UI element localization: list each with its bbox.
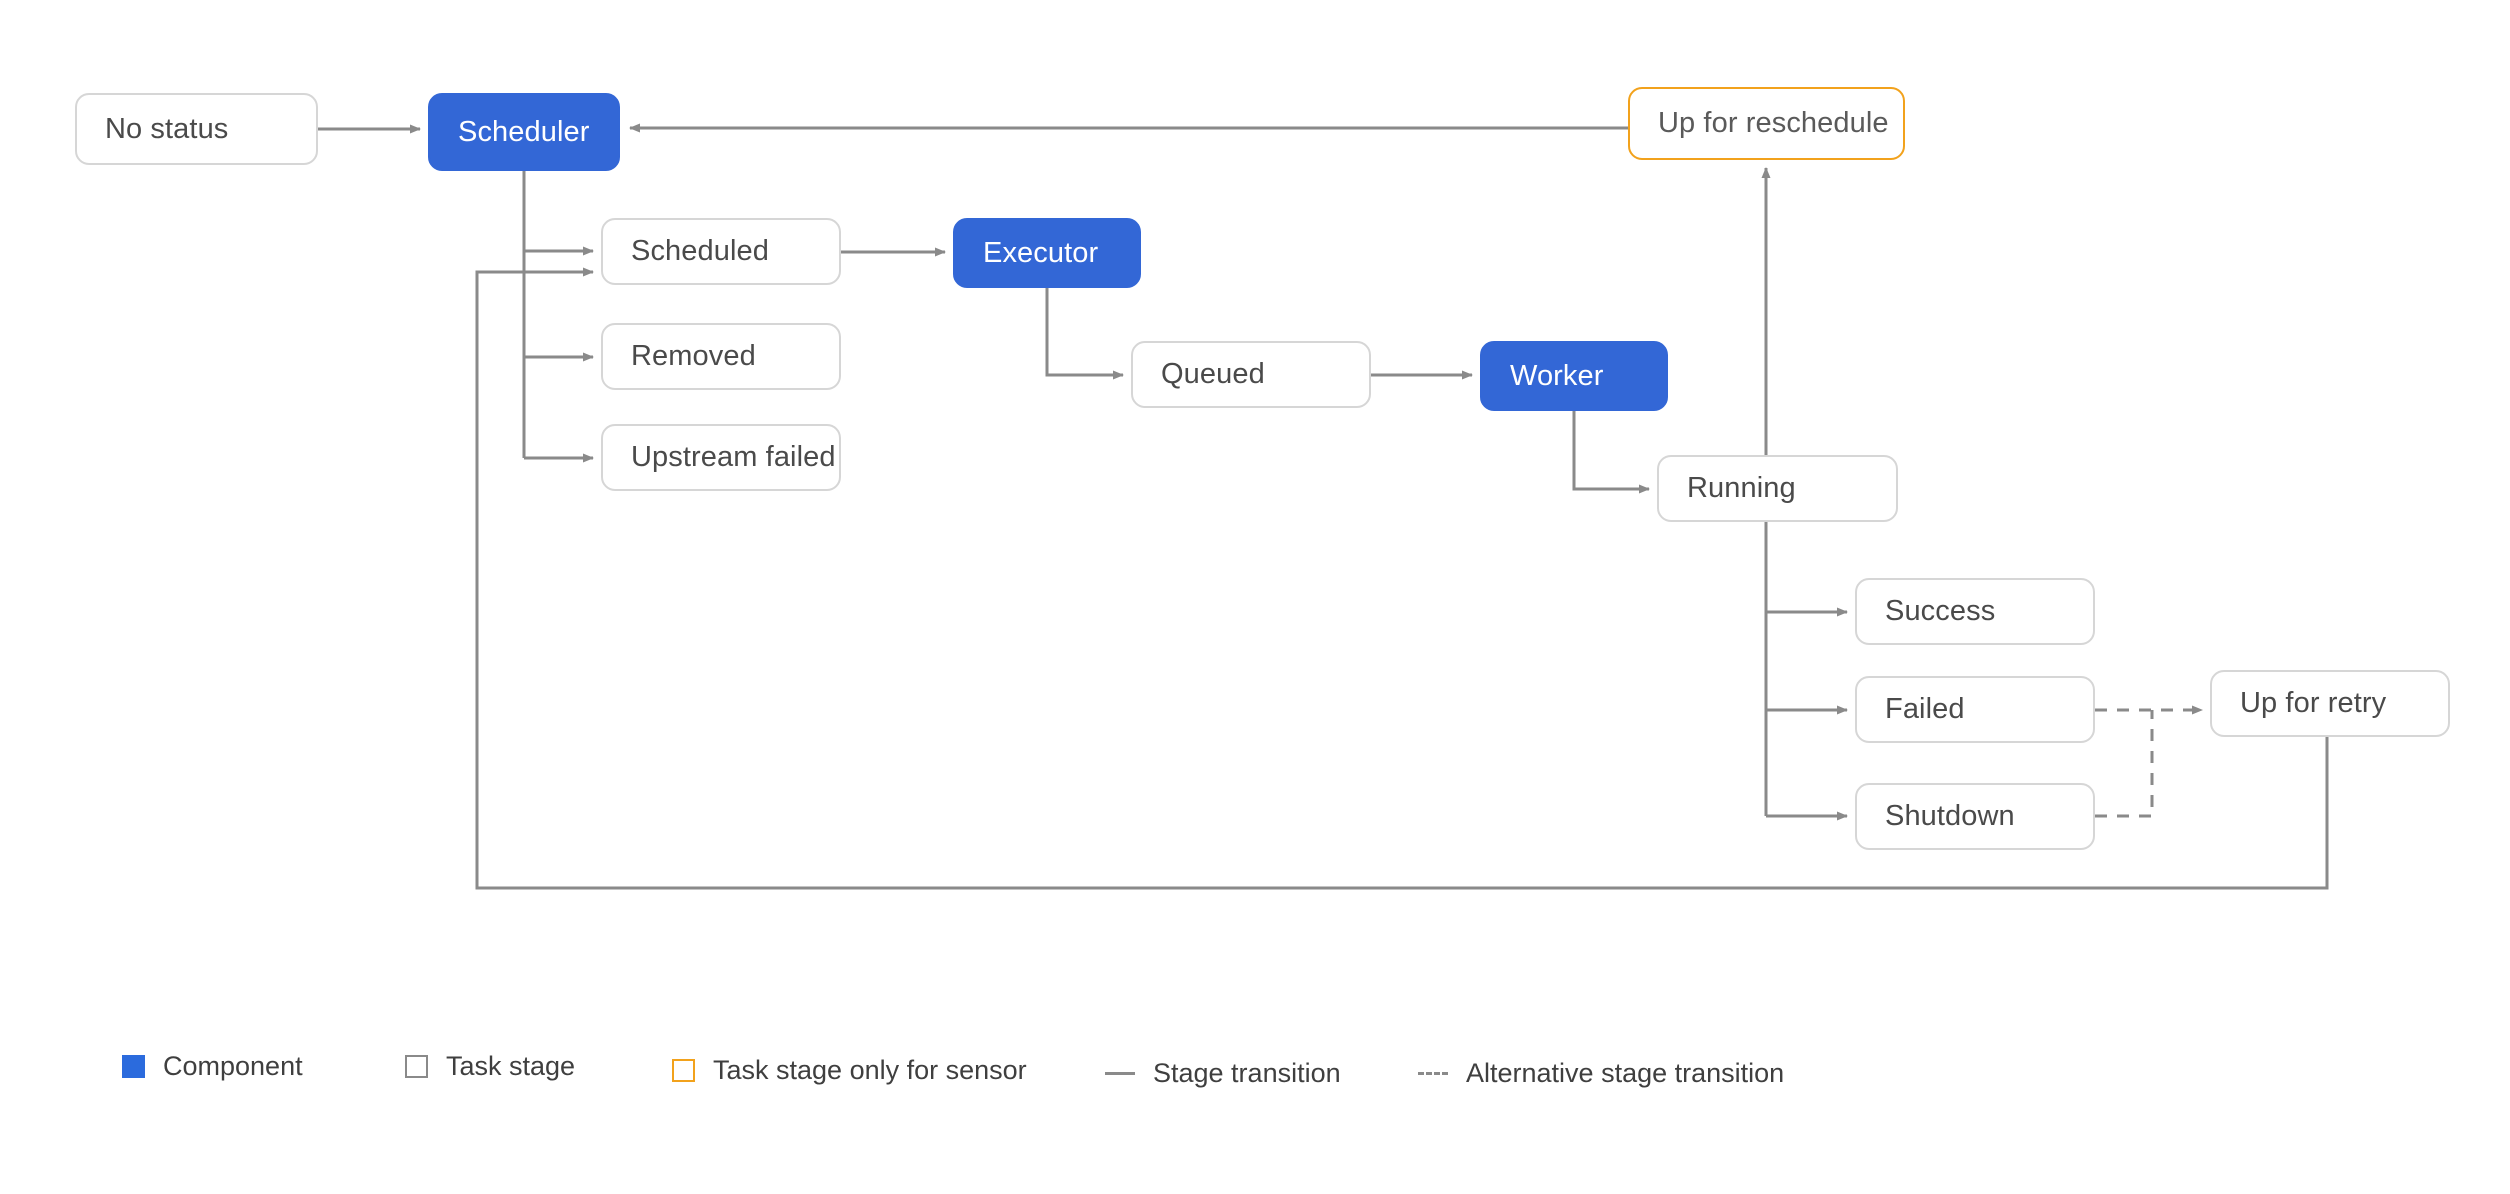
node-label: Shutdown [1885, 800, 2015, 832]
node-label: Executor [983, 236, 1099, 269]
node-label: Queued [1161, 358, 1265, 390]
node-label: Failed [1885, 693, 1965, 725]
legend: Component Task stage Task stage only for… [0, 1018, 2510, 1108]
node-up-for-retry[interactable]: Up for retry [2210, 670, 2450, 737]
edge-executor-to-queued [1045, 288, 1124, 380]
node-label: Up for reschedule [1658, 107, 1889, 139]
node-executor[interactable]: Executor [953, 218, 1141, 288]
node-label: Removed [631, 340, 756, 372]
node-shutdown[interactable]: Shutdown [1855, 783, 2095, 850]
node-worker[interactable]: Worker [1480, 341, 1668, 411]
node-running[interactable]: Running [1657, 455, 1898, 522]
legend-label: Alternative stage transition [1466, 1057, 1785, 1088]
legend-item-alt-transition: Alternative stage transition [1418, 1053, 1784, 1093]
dashed-line-icon [1418, 1071, 1448, 1075]
node-label: Worker [1510, 359, 1604, 392]
node-label: Upstream failed [631, 441, 836, 473]
node-failed[interactable]: Failed [1855, 676, 2095, 743]
node-no-status[interactable]: No status [75, 93, 318, 165]
legend-item-sensor-stage: Task stage only for sensor [672, 1050, 1027, 1090]
outline-square-icon [405, 1054, 428, 1078]
node-label: Success [1885, 595, 1996, 627]
legend-label: Stage transition [1153, 1057, 1341, 1088]
legend-label: Component [163, 1050, 303, 1081]
legend-item-stage-transition: Stage transition [1105, 1053, 1341, 1093]
node-queued[interactable]: Queued [1131, 341, 1371, 408]
solid-line-icon [1105, 1071, 1135, 1075]
node-label: Scheduler [458, 115, 590, 148]
node-upstream-failed[interactable]: Upstream failed [601, 424, 841, 491]
legend-item-task-stage: Task stage [405, 1046, 575, 1086]
edge-worker-to-running [1572, 411, 1650, 494]
edge-shutdown-to-up-for-retry [2095, 710, 2154, 818]
node-label: No status [105, 112, 229, 145]
node-label: Up for retry [2240, 687, 2387, 719]
node-up-for-reschedule[interactable]: Up for reschedule [1628, 87, 1905, 160]
legend-item-component: Component [122, 1046, 303, 1086]
node-label: Running [1687, 472, 1796, 504]
node-scheduled[interactable]: Scheduled [601, 218, 841, 285]
legend-label: Task stage only for sensor [713, 1054, 1027, 1085]
filled-square-icon [122, 1054, 145, 1078]
node-label: Scheduled [631, 235, 769, 267]
node-success[interactable]: Success [1855, 578, 2095, 645]
orange-outline-square-icon [672, 1058, 695, 1082]
node-scheduler[interactable]: Scheduler [428, 93, 620, 171]
node-removed[interactable]: Removed [601, 323, 841, 390]
legend-label: Task stage [446, 1050, 576, 1081]
